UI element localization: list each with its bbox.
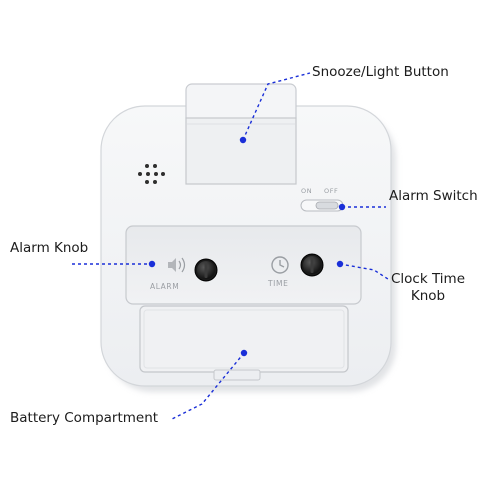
- alarm-knob-label: Alarm Knob: [10, 240, 89, 256]
- leader-dots: [148, 136, 346, 357]
- alarm-marking: ALARM: [150, 282, 179, 291]
- clock-time-dot: [336, 260, 344, 268]
- clock-time-knob-label: Clock Time Knob: [391, 271, 465, 305]
- battery-compartment-label: Battery Compartment: [10, 410, 159, 426]
- leader-lines: [72, 72, 389, 421]
- alarm-knob-group: ALARM: [150, 257, 218, 291]
- alarm-switch-dot: [338, 203, 346, 211]
- time-knob-group: TIME: [267, 253, 324, 288]
- alarm-switch[interactable]: ON OFF: [300, 187, 344, 212]
- battery-compartment[interactable]: [139, 305, 349, 381]
- snooze-dot: [239, 136, 247, 144]
- snooze-light-label: Snooze/Light Button: [312, 64, 449, 80]
- alarm-switch-label: Alarm Switch: [389, 188, 478, 204]
- snooze-leader: [242, 72, 311, 141]
- time-marking: TIME: [267, 279, 288, 288]
- alarm-knob[interactable]: [194, 258, 218, 282]
- switch-on-marking: ON: [301, 187, 312, 195]
- speaker-grille: [138, 164, 165, 184]
- battery-dot: [240, 349, 248, 357]
- alarm-knob-dot: [148, 260, 156, 268]
- switch-off-marking: OFF: [324, 187, 338, 195]
- speaker-icon: [168, 257, 186, 273]
- snooze-light-button[interactable]: [185, 83, 297, 185]
- time-knob[interactable]: [300, 253, 324, 277]
- battery-leader: [169, 352, 245, 421]
- clock-time-label-line2: Knob: [410, 288, 446, 304]
- knob-panel: [125, 225, 362, 305]
- clock-time-label-line1: Clock Time: [391, 271, 466, 287]
- clock-icon: [271, 256, 289, 274]
